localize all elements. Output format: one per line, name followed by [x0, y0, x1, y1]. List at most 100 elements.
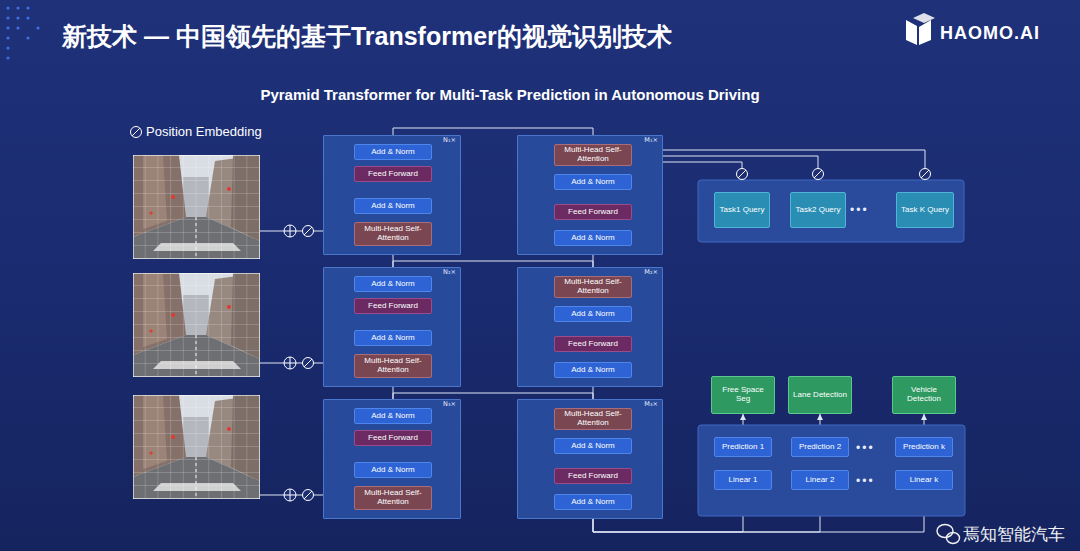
- add-norm-box: Add & Norm: [354, 330, 432, 346]
- add-norm-box: Add & Norm: [554, 438, 632, 454]
- add-norm-box: Add & Norm: [354, 198, 432, 214]
- box-label: Feed Forward: [368, 434, 418, 443]
- box-label: Multi-Head Self-Attention: [358, 225, 428, 243]
- box-label: Add & Norm: [371, 412, 415, 421]
- feed-forward-box: Feed Forward: [554, 336, 632, 352]
- add-norm-box: Add & Norm: [354, 462, 432, 478]
- box-label: Add & Norm: [571, 178, 615, 187]
- encoder-block: N₁×Add & NormFeed ForwardAdd & NormMulti…: [323, 135, 461, 255]
- box-label: Multi-Head Self-Attention: [558, 410, 628, 428]
- box-label: Add & Norm: [571, 310, 615, 319]
- attention-box: Multi-Head Self-Attention: [554, 276, 632, 298]
- prediction-box: Prediction 1: [714, 437, 772, 457]
- box-label: Feed Forward: [568, 208, 618, 217]
- box-label: Feed Forward: [368, 170, 418, 179]
- encoder-block: N₂×Add & NormFeed ForwardAdd & NormMulti…: [323, 267, 461, 387]
- task-output-box: Lane Detection: [788, 376, 852, 414]
- attention-box: Multi-Head Self-Attention: [554, 144, 632, 166]
- feed-forward-box: Feed Forward: [354, 298, 432, 314]
- box-label: Add & Norm: [571, 498, 615, 507]
- task-output-box: Free Space Seg: [711, 376, 775, 414]
- add-norm-box: Add & Norm: [354, 144, 432, 160]
- add-norm-box: Add & Norm: [354, 276, 432, 292]
- box-label: Add & Norm: [371, 202, 415, 211]
- box-label: Linear 1: [729, 476, 758, 485]
- street-image: [133, 155, 260, 259]
- box-label: Feed Forward: [568, 472, 618, 481]
- ellipsis: •••: [856, 474, 875, 488]
- decoder-block: M₃×Multi-Head Self-AttentionAdd & NormFe…: [517, 399, 663, 519]
- box-label: Linear 2: [806, 476, 835, 485]
- box-label: Lane Detection: [793, 391, 847, 400]
- linear-box: Linear k: [895, 470, 953, 490]
- task-query-box: Task2 Query: [790, 192, 846, 228]
- box-label: Feed Forward: [368, 302, 418, 311]
- box-label: Add & Norm: [371, 334, 415, 343]
- diagram-subtitle: Pyramid Transformer for Multi-Task Predi…: [190, 86, 830, 103]
- box-label: Task K Query: [901, 206, 949, 215]
- add-norm-box: Add & Norm: [554, 362, 632, 378]
- encoder-block: N₃×Add & NormFeed ForwardAdd & NormMulti…: [323, 399, 461, 519]
- watermark: 焉知智能汽车: [963, 523, 1065, 546]
- box-label: Add & Norm: [571, 366, 615, 375]
- wechat-icon: [937, 525, 960, 544]
- street-image: [133, 395, 260, 499]
- task-query-box: Task1 Query: [714, 192, 770, 228]
- page-title: 新技术 — 中国领先的基于Transformer的视觉识别技术: [62, 20, 672, 53]
- corner-dots: [6, 6, 39, 59]
- box-label: Free Space Seg: [715, 386, 771, 404]
- box-label: Task1 Query: [720, 206, 765, 215]
- box-label: Prediction k: [903, 443, 945, 452]
- repeat-count: M₃×: [644, 401, 658, 408]
- feed-forward-box: Feed Forward: [554, 204, 632, 220]
- prediction-box: Prediction 2: [791, 437, 849, 457]
- box-label: Feed Forward: [568, 340, 618, 349]
- box-label: Multi-Head Self-Attention: [358, 489, 428, 507]
- box-label: Prediction 1: [722, 443, 764, 452]
- add-norm-box: Add & Norm: [554, 306, 632, 322]
- box-label: Task2 Query: [796, 206, 841, 215]
- box-label: Linear k: [910, 476, 938, 485]
- repeat-count: N₁×: [443, 137, 456, 144]
- box-label: Multi-Head Self-Attention: [358, 357, 428, 375]
- query-panel: [698, 180, 964, 242]
- box-label: Add & Norm: [571, 234, 615, 243]
- attention-box: Multi-Head Self-Attention: [554, 408, 632, 430]
- linear-box: Linear 2: [791, 470, 849, 490]
- add-norm-box: Add & Norm: [354, 408, 432, 424]
- attention-box: Multi-Head Self-Attention: [354, 354, 432, 378]
- ellipsis: •••: [856, 441, 875, 455]
- attention-box: Multi-Head Self-Attention: [354, 222, 432, 246]
- decoder-block: M₁×Multi-Head Self-AttentionAdd & NormFe…: [517, 135, 663, 255]
- repeat-count: N₃×: [443, 401, 456, 408]
- attention-box: Multi-Head Self-Attention: [354, 486, 432, 510]
- box-label: Multi-Head Self-Attention: [558, 278, 628, 296]
- logo-icon: [906, 13, 935, 45]
- repeat-count: M₂×: [644, 269, 658, 276]
- linear-box: Linear 1: [714, 470, 772, 490]
- box-label: Add & Norm: [371, 280, 415, 289]
- box-label: Add & Norm: [371, 466, 415, 475]
- task-output-box: Vehicle Detection: [892, 376, 956, 414]
- box-label: Vehicle Detection: [896, 386, 952, 404]
- company-logo: HAOMO.AI: [940, 23, 1040, 44]
- task-query-box: Task K Query: [896, 192, 954, 228]
- feed-forward-box: Feed Forward: [354, 430, 432, 446]
- box-label: Prediction 2: [799, 443, 841, 452]
- repeat-count: M₁×: [644, 137, 658, 144]
- ellipsis: •••: [850, 203, 869, 217]
- box-label: Add & Norm: [371, 148, 415, 157]
- box-label: Multi-Head Self-Attention: [558, 146, 628, 164]
- add-norm-box: Add & Norm: [554, 494, 632, 510]
- add-symbol: [284, 225, 296, 501]
- box-label: Add & Norm: [571, 442, 615, 451]
- head-panel: [698, 425, 965, 516]
- feed-forward-box: Feed Forward: [354, 166, 432, 182]
- street-image: [133, 273, 260, 377]
- prediction-box: Prediction k: [895, 437, 953, 457]
- feed-forward-box: Feed Forward: [554, 468, 632, 484]
- repeat-count: N₂×: [443, 269, 456, 276]
- legend-text: Position Embedding: [146, 124, 262, 139]
- add-norm-box: Add & Norm: [554, 230, 632, 246]
